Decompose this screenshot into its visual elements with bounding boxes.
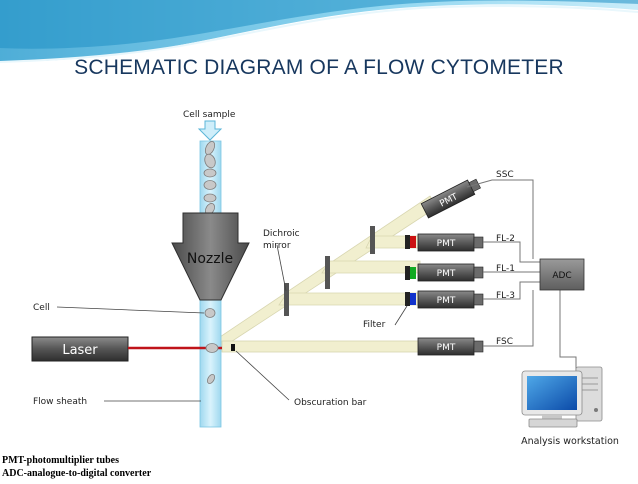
leader-lines <box>56 244 408 402</box>
footnote-pmt: PMT-photomultiplier tubes <box>2 455 119 466</box>
flow-sheath-label: Flow sheath <box>33 397 87 407</box>
analysis-workstation-label: Analysis workstation <box>521 436 619 447</box>
filter-red <box>405 235 410 249</box>
nozzle[interactable]: Nozzle <box>171 212 250 301</box>
dichroic-mirrors <box>284 226 375 316</box>
channel-label-fl1: FL-1 <box>496 264 515 274</box>
analysis-workstation[interactable] <box>521 366 603 428</box>
interrogated-cell <box>205 343 219 353</box>
pmt-fsc-label: PMT <box>437 343 456 353</box>
light-paths <box>207 195 438 354</box>
pmt-ssc[interactable]: PMT <box>420 176 482 219</box>
adc-label: ADC <box>552 271 571 281</box>
cell-sample-label: Cell sample <box>183 110 236 120</box>
pmt-fl2[interactable]: PMT <box>417 233 484 252</box>
channel-labels: SSC FL-2 FL-1 FL-3 FSC <box>496 170 515 347</box>
sample-cells <box>203 141 217 384</box>
signal-wires <box>466 179 577 371</box>
pmt-fl1-label: PMT <box>437 269 456 279</box>
header-wave <box>0 0 638 63</box>
pmt-fl3[interactable]: PMT <box>417 290 484 309</box>
filter-blue <box>405 292 410 306</box>
channel-label-ssc: SSC <box>496 170 514 180</box>
pmt-fl2-label: PMT <box>437 239 456 249</box>
obscuration-bar-label: Obscuration bar <box>294 398 367 408</box>
obscuration-bar <box>231 344 235 351</box>
annotation-labels: Cell sample Cell Flow sheath Obscuration… <box>33 110 386 408</box>
adc-box[interactable]: ADC <box>539 258 585 291</box>
channel-label-fl2: FL-2 <box>496 234 515 244</box>
filter-green <box>405 266 410 280</box>
filter-label: Filter <box>363 320 386 330</box>
footnote-adc: ADC-analogue-to-digital converter <box>2 468 152 479</box>
pmt-fl1[interactable]: PMT <box>417 263 484 282</box>
slide-title: SCHEMATIC DIAGRAM OF A FLOW CYTOMETER <box>74 56 564 79</box>
nozzle-label: Nozzle <box>187 251 233 267</box>
computer-keyboard <box>528 418 578 428</box>
color-filters <box>405 235 416 306</box>
cell-label: Cell <box>33 303 50 313</box>
computer-screen <box>527 376 577 410</box>
laser-label: Laser <box>62 343 98 358</box>
channel-label-fsc: FSC <box>496 337 513 347</box>
channel-label-fl3: FL-3 <box>496 291 515 301</box>
dichroic-mirror-label: Dichroic mirror <box>263 229 302 251</box>
pmt-fl3-label: PMT <box>437 296 456 306</box>
pmt-fsc[interactable]: PMT <box>417 337 484 356</box>
cell-sample-arrow <box>197 120 223 141</box>
laser[interactable]: Laser <box>31 336 129 362</box>
